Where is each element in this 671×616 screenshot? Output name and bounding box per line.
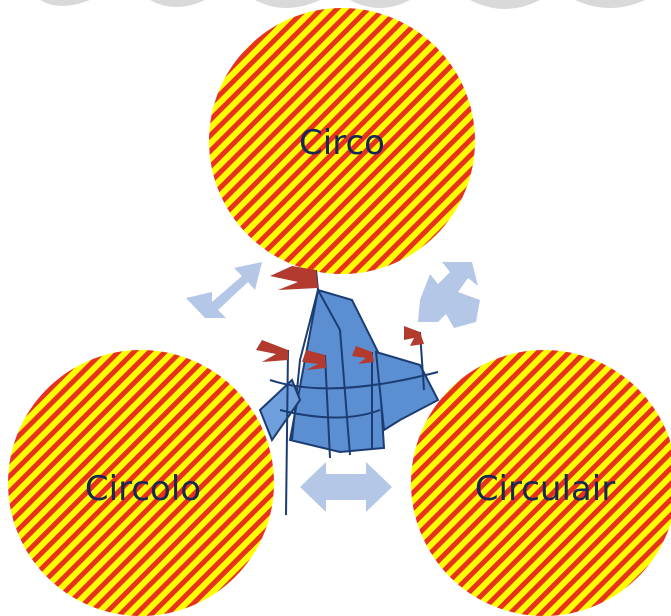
- node-top-label: Circo: [299, 123, 385, 163]
- arrow-bottom: [300, 462, 392, 512]
- node-left-label: Circolo: [85, 469, 201, 509]
- arrow-top-right: [418, 262, 480, 328]
- node-right-label: Circulair: [475, 469, 615, 509]
- node-left: Circolo: [8, 350, 274, 616]
- cropped-banner-text: [0, 0, 671, 10]
- circus-tent-icon: [256, 266, 440, 516]
- node-right-circle: [411, 350, 671, 616]
- node-left-circle: [8, 350, 274, 616]
- arrow-top-left: [186, 262, 262, 318]
- node-right: Circulair: [411, 350, 671, 616]
- node-top: Circo: [209, 8, 475, 274]
- node-top-circle: [209, 8, 475, 274]
